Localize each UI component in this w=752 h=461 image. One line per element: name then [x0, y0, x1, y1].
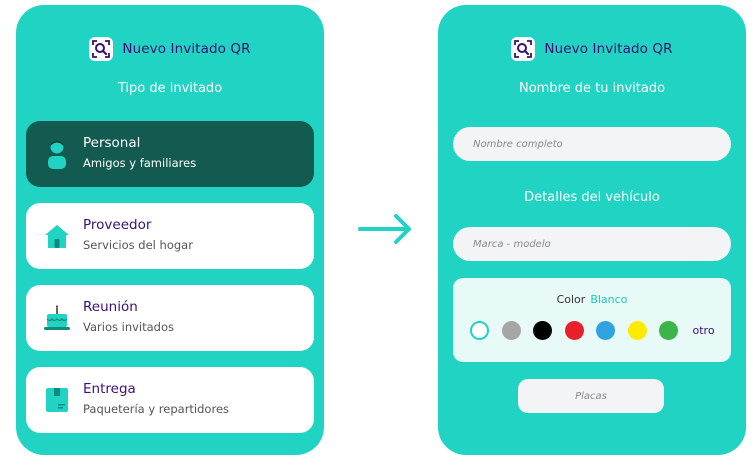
- color-swatch-gray[interactable]: [501, 321, 521, 340]
- card-description: Amigos y familiares: [83, 156, 197, 170]
- guest-type-reunion[interactable]: Reunión Varios invitados: [26, 285, 314, 351]
- guest-type-proveedor[interactable]: Proveedor Servicios del hogar: [26, 203, 314, 269]
- color-swatches: otro: [470, 321, 715, 340]
- qr-search-icon: [511, 37, 536, 61]
- card-title: Proveedor: [83, 217, 152, 233]
- vehicle-details-heading: Detalles del vehículo: [524, 190, 660, 205]
- vehicle-model-input[interactable]: [453, 227, 731, 261]
- selected-color-value: Blanco: [590, 293, 628, 306]
- app-header: Nuevo Invitado QR: [16, 37, 324, 61]
- plates-input[interactable]: [518, 379, 664, 413]
- app-title: Nuevo Invitado QR: [122, 41, 251, 57]
- color-swatch-yellow[interactable]: [627, 321, 647, 340]
- color-header: Color Blanco: [453, 293, 731, 306]
- package-icon: [42, 384, 72, 416]
- person-icon: [42, 138, 72, 170]
- app-header: Nuevo Invitado QR: [438, 37, 746, 61]
- other-color-link[interactable]: otro: [692, 324, 715, 337]
- guest-type-personal[interactable]: Personal Amigos y familiares: [26, 121, 314, 187]
- arrow-right-icon: [358, 213, 414, 249]
- card-title: Entrega: [83, 381, 136, 397]
- color-swatch-white[interactable]: [470, 321, 489, 340]
- guest-type-entrega[interactable]: Entrega Paquetería y repartidores: [26, 367, 314, 433]
- color-label: Color: [556, 293, 586, 306]
- card-title: Reunión: [83, 299, 138, 315]
- house-icon: [42, 220, 72, 252]
- card-description: Paquetería y repartidores: [83, 402, 230, 416]
- app-title: Nuevo Invitado QR: [544, 41, 673, 57]
- color-picker: Color Blanco otro: [453, 278, 731, 362]
- color-swatch-red[interactable]: [564, 321, 584, 340]
- guest-details-panel: Nuevo Invitado QR Nombre de tu invitado …: [438, 5, 746, 455]
- guest-type-panel: Nuevo Invitado QR Tipo de invitado Perso…: [16, 5, 324, 455]
- guest-name-heading: Nombre de tu invitado: [518, 81, 666, 96]
- color-swatch-green[interactable]: [659, 321, 678, 340]
- color-swatch-blue[interactable]: [596, 321, 615, 340]
- guest-type-heading: Tipo de invitado: [117, 81, 223, 96]
- card-title: Personal: [83, 135, 141, 151]
- color-swatch-black[interactable]: [533, 321, 552, 340]
- full-name-input[interactable]: [453, 127, 731, 161]
- cake-icon: [42, 302, 72, 334]
- card-description: Servicios del hogar: [83, 238, 193, 252]
- qr-search-icon: [89, 37, 114, 61]
- card-description: Varios invitados: [83, 320, 174, 334]
